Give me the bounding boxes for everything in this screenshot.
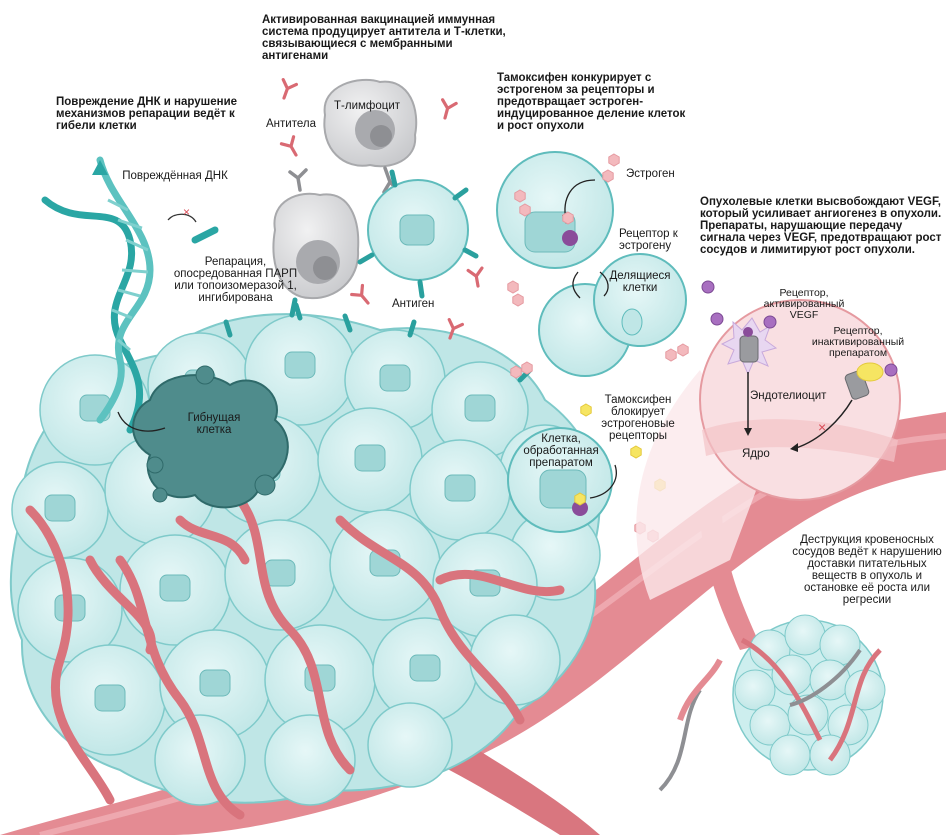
vegf-receptor-active-label: Рецептор, активированный VEGF bbox=[763, 287, 845, 321]
t-cell-label: Т-лимфоцит bbox=[334, 100, 401, 112]
svg-text:×: × bbox=[818, 419, 826, 435]
tumor-vessels bbox=[25, 495, 565, 820]
vegf-inset: × bbox=[636, 299, 901, 600]
vegf-molecules bbox=[701, 280, 898, 377]
immune-heading: Активированная вакцинацией иммунная сист… bbox=[262, 14, 506, 62]
antigen-label: Антиген bbox=[392, 298, 435, 310]
damaged-dna-label: Повреждённая ДНК bbox=[122, 170, 228, 182]
treated-cell bbox=[507, 427, 617, 533]
estrogen-label: Эстроген bbox=[626, 168, 675, 180]
tamoxifen-blocks-label: Тамоксифен блокирует эстрогеновые рецепт… bbox=[601, 394, 675, 442]
antibodies-label: Антитела bbox=[266, 118, 316, 130]
vegf-receptor-inactive-shape bbox=[844, 362, 884, 400]
dividing-cells-label: Делящиеся клетки bbox=[609, 270, 671, 294]
dna-heading: Повреждение ДНК и нарушение механизмов р… bbox=[56, 96, 238, 132]
treated-cell-label: Клетка, обработанная препаратом bbox=[523, 433, 599, 469]
t-lymphocyte bbox=[323, 78, 418, 194]
lymphocyte-2 bbox=[272, 168, 360, 318]
tamoxifen-heading: Тамоксифен конкурирует с эстрогеном за р… bbox=[497, 72, 686, 132]
estrogen-cell bbox=[496, 151, 614, 269]
vegf-heading: Опухолевые клетки высвобождают VEGF, кот… bbox=[700, 196, 942, 256]
svg-text:×: × bbox=[183, 205, 190, 219]
parp-label: Репарация, опосредованная ПАРП или топои… bbox=[173, 256, 298, 304]
nucleus-label: Ядро bbox=[742, 448, 770, 460]
dying-cell-label: Гибнущая клетка bbox=[187, 412, 241, 436]
estrogen-receptor-label: Рецептор к эстрогену bbox=[619, 228, 678, 252]
receptor-inactivated-label: Рецептор, инактивированный препаратом bbox=[811, 325, 905, 359]
endothelial-label: Эндотелиоцит bbox=[750, 390, 827, 402]
antigen-cell bbox=[357, 169, 479, 299]
dying-cell-shape bbox=[132, 365, 289, 509]
dividing-cells-shape bbox=[538, 253, 687, 377]
dna-helix: × bbox=[41, 156, 219, 434]
vessel-destruction-label: Деструкция кровеносных сосудов ведёт к н… bbox=[792, 534, 942, 606]
small-tumor bbox=[658, 614, 886, 792]
vegf-receptor-active-shape bbox=[720, 317, 778, 376]
